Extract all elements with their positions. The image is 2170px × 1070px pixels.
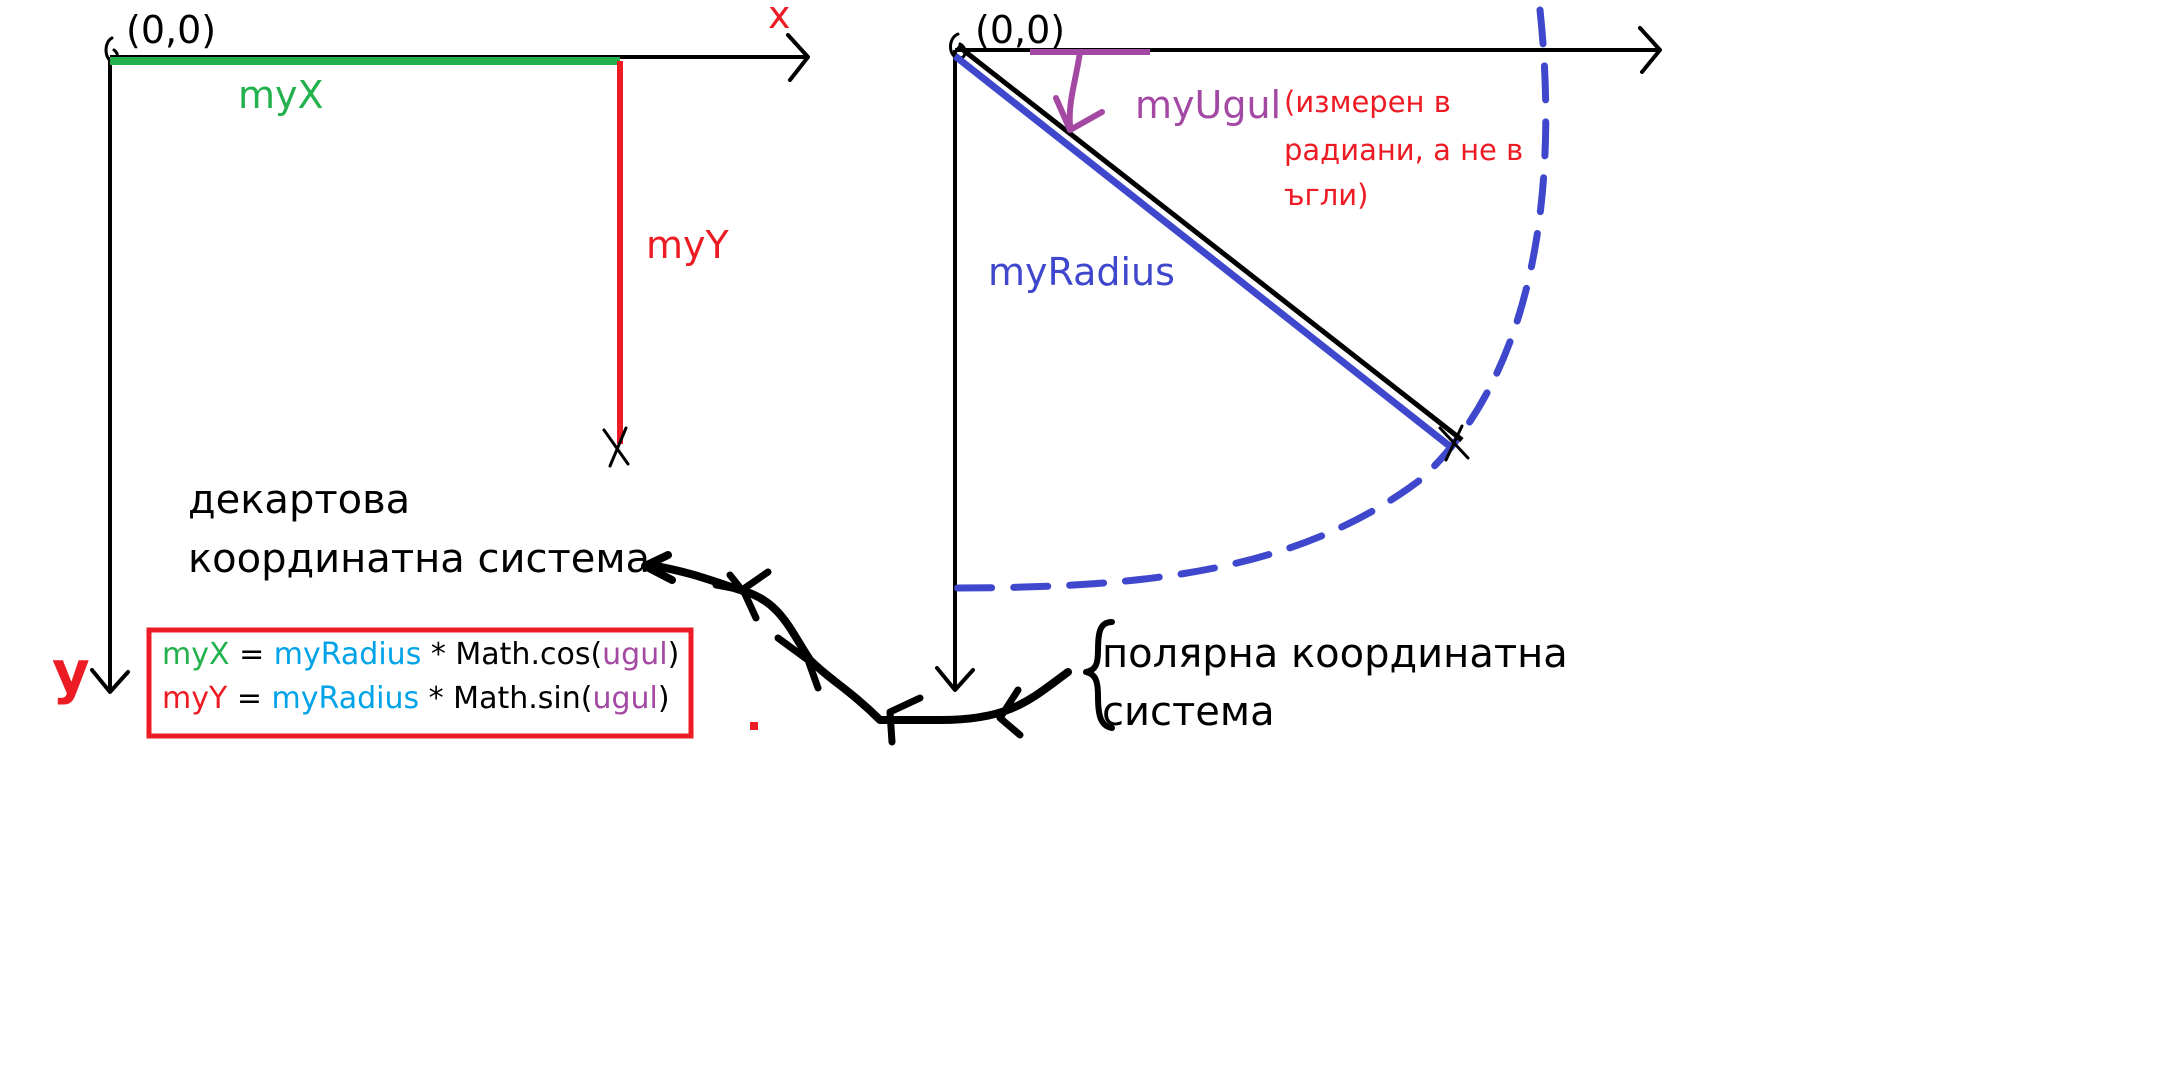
formula-2-lhs: myY [162,681,228,716]
formula-2-close: ) [658,681,670,716]
polar-origin-label: (0,0) [975,8,1065,52]
formula-1-angle: ugul [602,637,667,672]
formula-2-angle: ugul [592,681,657,716]
polar-x-arrowhead [1638,26,1662,74]
radius-label: myRadius [988,250,1175,294]
polar-point-mark [1438,424,1470,462]
cartesian-origin-label: (0,0) [126,8,216,52]
formula-1-lhs: myX [162,637,230,672]
angle-note-line1: (измерен в [1284,85,1451,119]
connector-feather-5 [712,568,772,594]
connector-arrow-path [646,561,1072,724]
radius-line-black [956,44,1464,442]
connector-feather-1 [996,686,1024,739]
myx-label: myX [238,73,324,117]
cartesian-x-axis-label: x [768,0,791,37]
cartesian-title-line1: декартова [188,477,410,523]
formula-1-close: ) [668,637,680,672]
formula-box: myX = myRadius * Math.cos(ugul) myY = my… [146,627,694,739]
angle-label: myUgul [1135,83,1281,127]
formula-box-border [146,627,694,739]
cartesian-point-mark [602,426,630,468]
polar-title-line1: полярна координатна [1102,631,1568,677]
formula-line-1: myX = myRadius * Math.cos(ugul) [162,637,679,672]
polar-y-arrowhead [935,666,975,692]
formula-1-op: * Math.cos( [421,637,602,672]
angle-note-line3: ъгли) [1284,178,1368,212]
myy-label: myY [646,223,730,267]
polar-system: (0,0) myUgul (измерен в радиани, а не в … [935,6,1662,735]
angle-arc-arrow [1053,49,1105,133]
polar-title-line2: система [1102,689,1275,735]
connector-arrowhead [641,551,676,584]
cartesian-title-line2: координатна система [188,536,650,582]
stray-red-dot [750,722,758,730]
cartesian-y-axis-label: y [52,638,90,706]
cartesian-y-arrowhead [90,668,130,694]
formula-1-eq: = [230,637,274,672]
polar-title-brace [1083,619,1115,731]
radius-line-blue [952,53,1455,451]
cartesian-system: (0,0) x y myX myY декартова координатна … [52,0,810,706]
formula-2-radius: myRadius [272,681,420,716]
angle-note-line2: радиани, а не в [1284,133,1523,167]
polar-dashed-arc [951,6,1550,592]
connector-feather-4 [726,571,760,622]
connector-feather-3 [774,634,822,692]
formula-1-radius: myRadius [274,637,422,672]
formula-2-op: * Math.sin( [419,681,592,716]
formula-2-eq: = [227,681,271,716]
formula-line-2: myY = myRadius * Math.sin(ugul) [162,681,670,716]
cartesian-x-arrowhead [786,33,810,82]
connector-feather-2 [886,694,924,746]
connector-arrow [641,551,1072,746]
